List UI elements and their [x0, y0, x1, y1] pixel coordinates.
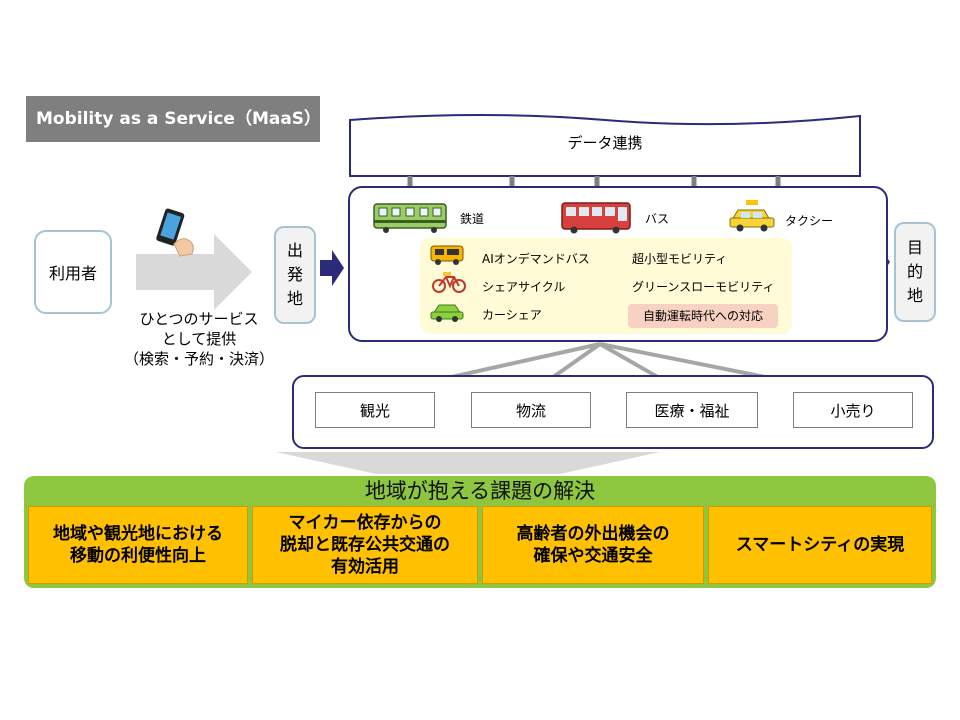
issue-convenience: 地域や観光地における 移動の利便性向上 [28, 506, 248, 584]
issue-smart-city: スマートシティの実現 [708, 506, 932, 584]
smartphone-icon [156, 208, 194, 257]
sector-medical-welfare: 医療・福祉 [626, 392, 758, 428]
issue-line: 有効活用 [331, 557, 399, 577]
destination-char: 地 [906, 286, 923, 305]
train-icon [373, 203, 447, 233]
issue-line: 脱却と既存公共交通の [280, 535, 450, 555]
destination-char: 目 [906, 238, 923, 257]
issue-line: マイカー依存からの [288, 513, 442, 533]
origin-char: 地 [286, 289, 303, 308]
issue-line: 地域や観光地における [53, 524, 223, 544]
bicycle-icon [432, 272, 466, 293]
autonomous-driving-label: 自動運転時代への対応 [628, 304, 778, 328]
service-label-share-cycle: シェアサイクル [482, 280, 566, 294]
data-link-label: データ連携 [567, 134, 643, 152]
issue-title: 地域が抱える課題の解決 [364, 479, 596, 503]
issue-line: 高齢者の外出機会の [516, 524, 670, 544]
origin-char: 出 [286, 241, 303, 260]
service-label-on-demand-bus: AIオンデマンドバス [482, 252, 590, 266]
origin-arrow [320, 250, 344, 286]
car-share-icon [430, 304, 464, 322]
taxi-icon [729, 200, 775, 232]
mode-label-taxi: タクシー [785, 214, 834, 228]
service-line: （検索・予約・決済） [123, 350, 274, 368]
origin-box: 出 発 地 [274, 226, 316, 324]
sector-tourism: 観光 [315, 392, 435, 428]
mode-label-train: 鉄道 [460, 212, 485, 226]
origin-char: 発 [286, 265, 303, 284]
issue-public-transport: マイカー依存からの 脱却と既存公共交通の 有効活用 [252, 506, 478, 584]
sector-retail: 小売り [793, 392, 913, 428]
issue-funnel [276, 452, 660, 474]
sector-logistics: 物流 [471, 392, 591, 428]
issue-line: 移動の利便性向上 [70, 546, 206, 566]
issue-line: 確保や交通安全 [533, 546, 653, 566]
mode-label-bus: バス [645, 212, 670, 226]
data-link-banner [349, 114, 861, 177]
issue-line: スマートシティの実現 [735, 535, 905, 555]
destination-char: 的 [906, 262, 923, 281]
destination-box: 目 的 地 [894, 222, 936, 322]
small-mobility-label: 超小型モビリティ [632, 252, 728, 266]
service-description: ひとつのサービス として提供 （検索・予約・決済） [118, 309, 280, 369]
issue-elderly-safety: 高齢者の外出機会の 確保や交通安全 [482, 506, 704, 584]
service-line: として提供 [161, 330, 237, 348]
bus-icon [561, 202, 631, 234]
service-line: ひとつのサービス [139, 310, 259, 328]
service-arrow [136, 234, 252, 310]
user-box: 利用者 [34, 230, 112, 314]
green-slow-mobility-label: グリーンスローモビリティ [632, 280, 775, 294]
maas-title: Mobility as a Service（MaaS） [26, 96, 321, 142]
service-label-car-share: カーシェア [482, 308, 542, 322]
on-demand-bus-icon [430, 245, 464, 265]
